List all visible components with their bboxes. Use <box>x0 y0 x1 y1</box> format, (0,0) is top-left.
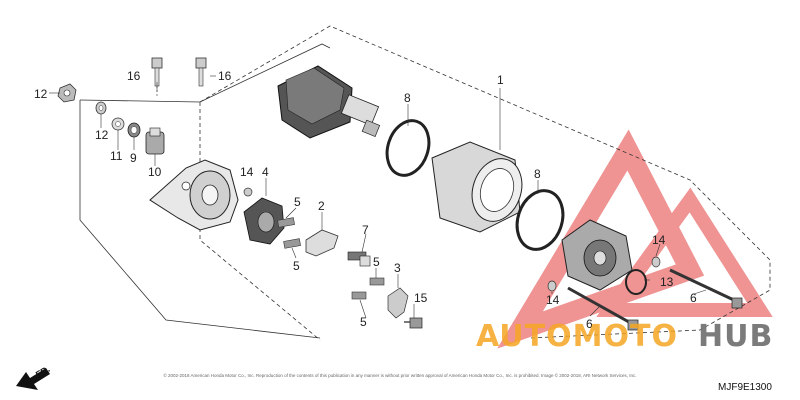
o-ring-9 <box>127 122 141 138</box>
brush-terminal-2 <box>305 229 339 257</box>
bolt-16-right <box>195 57 207 87</box>
callout-14a: 14 <box>240 165 254 179</box>
diagram-code: MJF9E1300 <box>718 382 772 393</box>
watermark-text-orange: AUTOMOTO <box>476 319 678 354</box>
callout-14c: 14 <box>652 233 666 247</box>
washer-14-left <box>243 187 253 197</box>
watermark-text: AUTOMOTO HUB <box>476 319 773 354</box>
o-ring-13 <box>625 269 647 295</box>
frame-line-bottom-left <box>79 100 321 339</box>
callout-6a: 6 <box>586 317 593 331</box>
spring-5a <box>277 217 295 228</box>
callout-6b: 6 <box>690 291 697 305</box>
callout-16b: 16 <box>218 69 232 83</box>
front-direction-label: FR. <box>34 364 52 380</box>
o-ring-8-left <box>385 119 431 177</box>
washer-12 <box>95 101 107 115</box>
leader-lines <box>49 75 707 319</box>
brush-holder-4 <box>243 197 285 245</box>
callout-5b: 5 <box>293 259 300 273</box>
callout-4: 4 <box>262 165 269 179</box>
callout-11: 11 <box>110 149 123 163</box>
brush-7 <box>347 251 371 267</box>
front-arrow-icon <box>16 368 50 390</box>
callout-16a: 16 <box>127 69 141 83</box>
callout-14b: 14 <box>546 293 560 307</box>
callout-13: 13 <box>660 275 674 289</box>
callout-3: 3 <box>394 261 401 275</box>
callout-12a: 12 <box>34 87 48 101</box>
callout-10: 10 <box>148 165 162 179</box>
callout-12b: 12 <box>95 128 109 142</box>
rear-cover <box>149 159 239 231</box>
brush-3 <box>387 287 409 319</box>
frame-line-top-left <box>79 43 331 103</box>
washer-14-right-b <box>651 256 661 268</box>
front-direction-indicator: FR. <box>16 364 52 390</box>
motor-yoke <box>431 141 523 233</box>
long-bolt-6-left <box>567 286 639 331</box>
front-cover <box>561 219 633 291</box>
screw-15 <box>404 317 423 329</box>
callout-15: 15 <box>414 291 428 305</box>
callout-9: 9 <box>130 151 137 165</box>
assembly-box <box>199 25 771 341</box>
callout-labels: 1 2 3 4 5 5 5 5 6 6 7 8 8 9 10 11 12 12 … <box>34 69 697 331</box>
assembly-box-outline <box>199 25 771 339</box>
armature <box>277 65 381 139</box>
callout-8b: 8 <box>534 167 541 181</box>
spring-5b <box>283 238 301 249</box>
o-ring-8-right <box>515 189 565 251</box>
callout-7: 7 <box>362 223 369 237</box>
terminal-10 <box>145 127 165 155</box>
nut-12 <box>57 83 77 103</box>
long-bolt-6-right <box>669 268 743 309</box>
callout-8a: 8 <box>404 91 411 105</box>
watermark-triangle-right <box>596 187 773 317</box>
left-group-frame <box>79 43 331 339</box>
callout-5a: 5 <box>294 195 301 209</box>
washer-14-right-a <box>547 280 557 292</box>
copyright-text: © 2002-2018 American Honda Motor Co., In… <box>163 372 636 378</box>
callout-1: 1 <box>497 73 504 87</box>
callout-2: 2 <box>318 199 325 213</box>
spring-5c <box>369 277 385 286</box>
watermark-text-gray: HUB <box>698 319 773 354</box>
callout-5c: 5 <box>373 255 380 269</box>
assembly-box-inner <box>199 102 321 341</box>
spring-5d <box>351 291 367 300</box>
callout-5d: 5 <box>360 315 367 329</box>
washer-11 <box>111 117 125 131</box>
